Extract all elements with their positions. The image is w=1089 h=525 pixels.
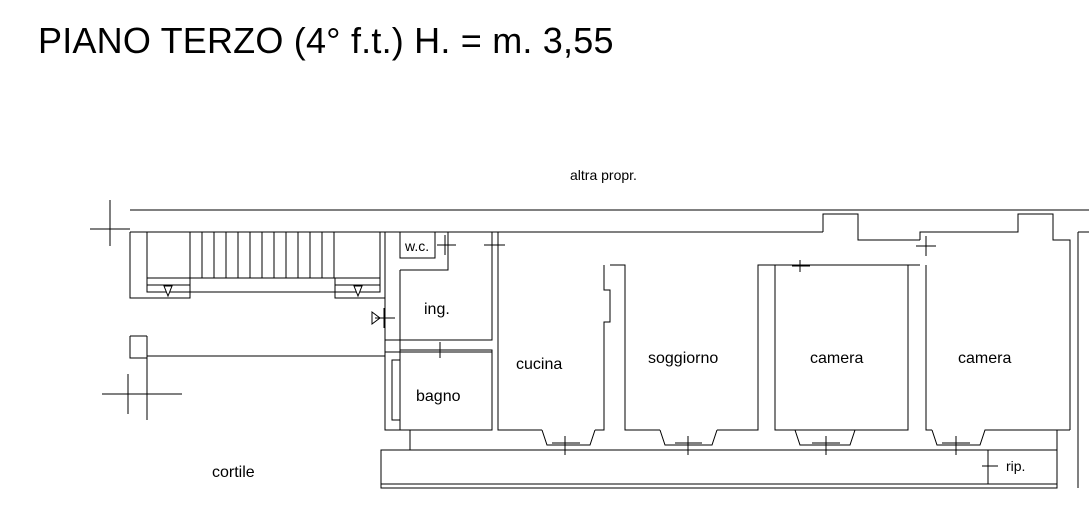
kitchen-label: cucina bbox=[516, 356, 562, 373]
entrance-label: ing. bbox=[424, 301, 450, 318]
storage-label: rip. bbox=[1006, 458, 1025, 474]
stair-outline bbox=[146, 231, 381, 293]
bedroom-1-label: camera bbox=[810, 350, 863, 367]
balcony bbox=[380, 449, 1058, 489]
bedroom-2-label: camera bbox=[958, 350, 1011, 367]
courtyard-label: cortile bbox=[212, 464, 255, 481]
wc-label: w.c. bbox=[404, 238, 429, 254]
living-room-label: soggiorno bbox=[648, 350, 718, 367]
bedroom-1-room bbox=[774, 264, 909, 431]
stair-steps bbox=[147, 232, 380, 286]
bath-label: bagno bbox=[416, 388, 461, 405]
floor-plan-title: PIANO TERZO (4° f.t.) H. = m. 3,55 bbox=[38, 20, 614, 61]
wc-room bbox=[399, 231, 436, 259]
neighbor-label: altra propr. bbox=[570, 167, 637, 183]
